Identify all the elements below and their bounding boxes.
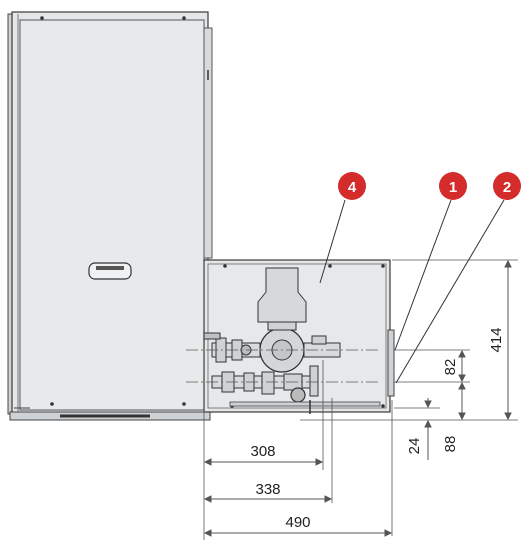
svg-text:4: 4 xyxy=(348,179,357,196)
dim-308: 308 xyxy=(250,443,275,460)
reference-lines xyxy=(186,259,518,540)
svg-text:1: 1 xyxy=(449,179,457,196)
tall-cabinet xyxy=(7,11,213,421)
callout-2: 2 xyxy=(493,172,521,200)
callout-4: 4 xyxy=(338,172,366,200)
dim-490: 490 xyxy=(285,514,310,531)
dim-88: 88 xyxy=(442,436,459,453)
callout-1: 1 xyxy=(439,172,467,200)
dim-414: 414 xyxy=(488,327,505,352)
hydraulic-module xyxy=(203,259,395,414)
dim-338: 338 xyxy=(255,481,280,498)
callout-leaders xyxy=(319,199,505,384)
dim-82: 82 xyxy=(442,359,459,376)
horizontal-dimensions xyxy=(203,458,393,537)
vertical-dimensions xyxy=(424,259,512,460)
cabinet-handle xyxy=(88,262,132,280)
dim-24: 24 xyxy=(406,438,423,455)
svg-text:2: 2 xyxy=(503,179,511,196)
